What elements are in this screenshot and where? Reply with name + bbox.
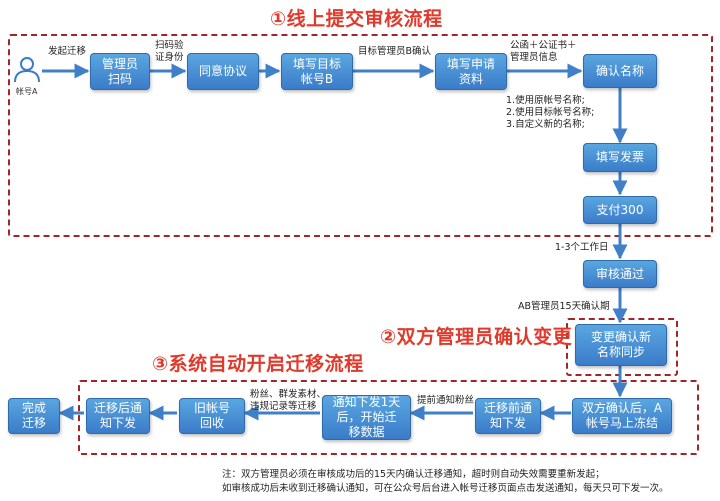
section2-title: ②双方管理员确认变更 [380, 326, 573, 348]
user-icon [14, 57, 40, 83]
section1-title: ①线上提交审核流程 [270, 8, 443, 30]
node-pre-notice: 迁移前通 知下发 [475, 398, 541, 434]
node-fill-target: 填写目标 帐号B [281, 53, 353, 90]
node-post-notice: 迁移后通 知下发 [86, 398, 150, 434]
label-workdays: 1-3个工作日 [555, 242, 609, 253]
node-change-confirm: 变更确认新 名称同步 [575, 324, 667, 366]
label-target-admin-confirm: 目标管理员B确认 [358, 46, 432, 57]
footnote-line2: 如审核成功后未收到迁移确认通知，可在公众号后台进入帐号迁移页面点击发送通知，每天… [222, 483, 669, 494]
section3-box [78, 380, 699, 455]
node-pay: 支付300 [583, 196, 657, 224]
user-label: 帐号A [16, 87, 38, 96]
label-name-options: 1.使用原帐号名称; 2.使用目标帐号名称; 3.自定义新的名称; [506, 95, 595, 130]
label-advance-notice: 提前通知粉丝 [417, 395, 475, 406]
node-invoice: 填写发票 [583, 143, 657, 172]
section3-title: ③系统自动开启迁移流程 [152, 353, 364, 375]
label-initiate: 发起迁移 [48, 46, 87, 57]
node-agree: 同意协议 [187, 53, 259, 90]
label-migrate-items: 粉丝、群发素材、 违规记录等迁移 [250, 389, 327, 412]
node-confirm-name: 确认名称 [583, 54, 657, 88]
node-both-confirm: 双方确认后，A 帐号马上冻结 [572, 398, 672, 434]
label-ab-confirm: AB管理员15天确认期 [518, 301, 610, 312]
footnote-line1: 注：双方管理员必须在审核成功后的15天内确认迁移通知，超时则自动失效需要重新发起… [222, 469, 605, 480]
node-approved: 审核通过 [583, 260, 657, 288]
label-scan-verify: 扫码验 证身份 [155, 40, 184, 63]
user-avatar [12, 54, 42, 84]
section1-box [8, 34, 713, 237]
node-fill-info: 填写申请 资料 [435, 53, 507, 90]
node-notice-start: 通知下发1天 后，开始迁 移数据 [322, 395, 411, 440]
label-letters: 公函＋公证书＋ 管理员信息 [510, 40, 577, 63]
node-old-recycle: 旧帐号 回收 [179, 398, 245, 434]
node-admin-scan: 管理员 扫码 [90, 53, 150, 90]
node-done: 完成 迁移 [8, 398, 60, 434]
